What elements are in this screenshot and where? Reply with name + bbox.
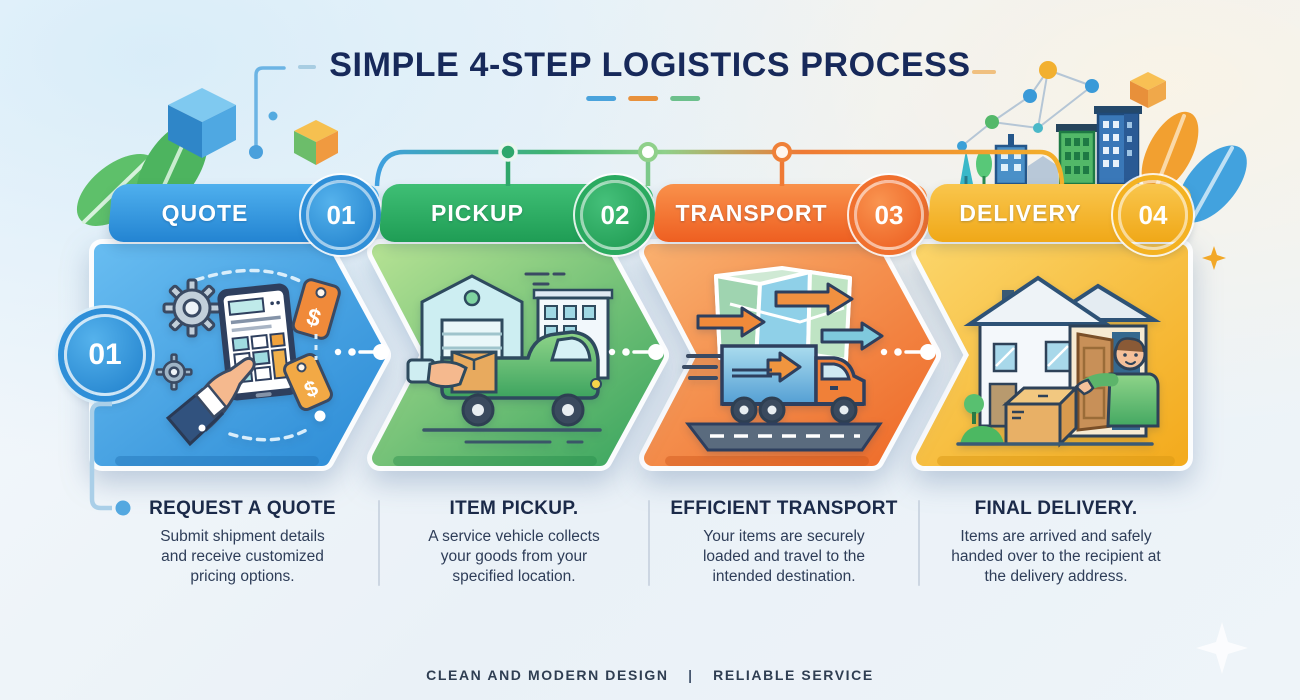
title-underline-dashes — [586, 96, 701, 101]
leaf-icon — [1141, 111, 1247, 223]
column-divider — [918, 500, 920, 586]
step-number-badge: 01 — [306, 180, 376, 250]
home-delivery-icon — [956, 275, 1162, 448]
cube-icon — [1130, 72, 1166, 108]
step-band-quote: QUOTE 01 — [110, 180, 378, 250]
step-body: Your items are securely loaded and trave… — [702, 528, 865, 585]
column-divider — [648, 500, 650, 586]
step-heading: REQUEST A QUOTE — [149, 498, 336, 519]
step-description-delivery: FINAL DELIVERY. Items are arrived and sa… — [920, 498, 1192, 586]
step-description-quote: REQUEST A QUOTE Submit shipment details … — [110, 498, 375, 586]
footer-right-text: RELIABLE SERVICE — [713, 667, 874, 683]
page-title: SIMPLE 4-STEP LOGISTICS PROCESS — [329, 46, 971, 84]
footer-tagline: CLEAN AND MODERN DESIGN | RELIABLE SERVI… — [0, 667, 1300, 683]
step-band-label: PICKUP — [431, 199, 524, 226]
step-description-pickup: ITEM PICKUP. A service vehicle collects … — [380, 498, 648, 586]
step-band-transport: TRANSPORT 03 — [655, 180, 926, 250]
step-description-transport: EFFICIENT TRANSPORT Your items are secur… — [650, 498, 918, 586]
column-divider — [378, 500, 380, 586]
pickup-van-icon — [406, 272, 614, 444]
step-heading: EFFICIENT TRANSPORT — [670, 498, 898, 519]
network-nodes-icon — [957, 61, 1099, 151]
transport-truck-icon — [682, 266, 884, 452]
dotted-connector-icon — [249, 66, 286, 159]
step-number-badge: 04 — [1118, 180, 1188, 250]
step-heading: FINAL DELIVERY. — [974, 498, 1138, 519]
step-band-label: TRANSPORT — [675, 199, 828, 226]
step-band-delivery: DELIVERY 04 — [929, 180, 1190, 250]
title-right-dash — [972, 70, 996, 74]
hand-tablet-quote-icon: $ $ — [155, 268, 341, 447]
footer-left-text: CLEAN AND MODERN DESIGN — [426, 667, 669, 683]
footer-separator: | — [688, 667, 694, 683]
step-band-label: QUOTE — [161, 199, 249, 226]
step-body: Items are arrived and safely handed over… — [951, 528, 1161, 585]
step-number-badge: 03 — [854, 180, 924, 250]
cube-icon — [294, 120, 338, 165]
step-heading: ITEM PICKUP. — [449, 498, 579, 519]
step-band-pickup: PICKUP 02 — [381, 180, 652, 250]
cube-icon — [168, 88, 236, 158]
step-number-badge: 02 — [580, 180, 650, 250]
step-one-side-badge: 01 — [64, 314, 146, 396]
step-body: Submit shipment details and receive cust… — [160, 528, 325, 585]
title-left-dash — [298, 65, 316, 69]
step-band-label: DELIVERY — [959, 199, 1082, 226]
step-body: A service vehicle collects your goods fr… — [428, 528, 600, 585]
